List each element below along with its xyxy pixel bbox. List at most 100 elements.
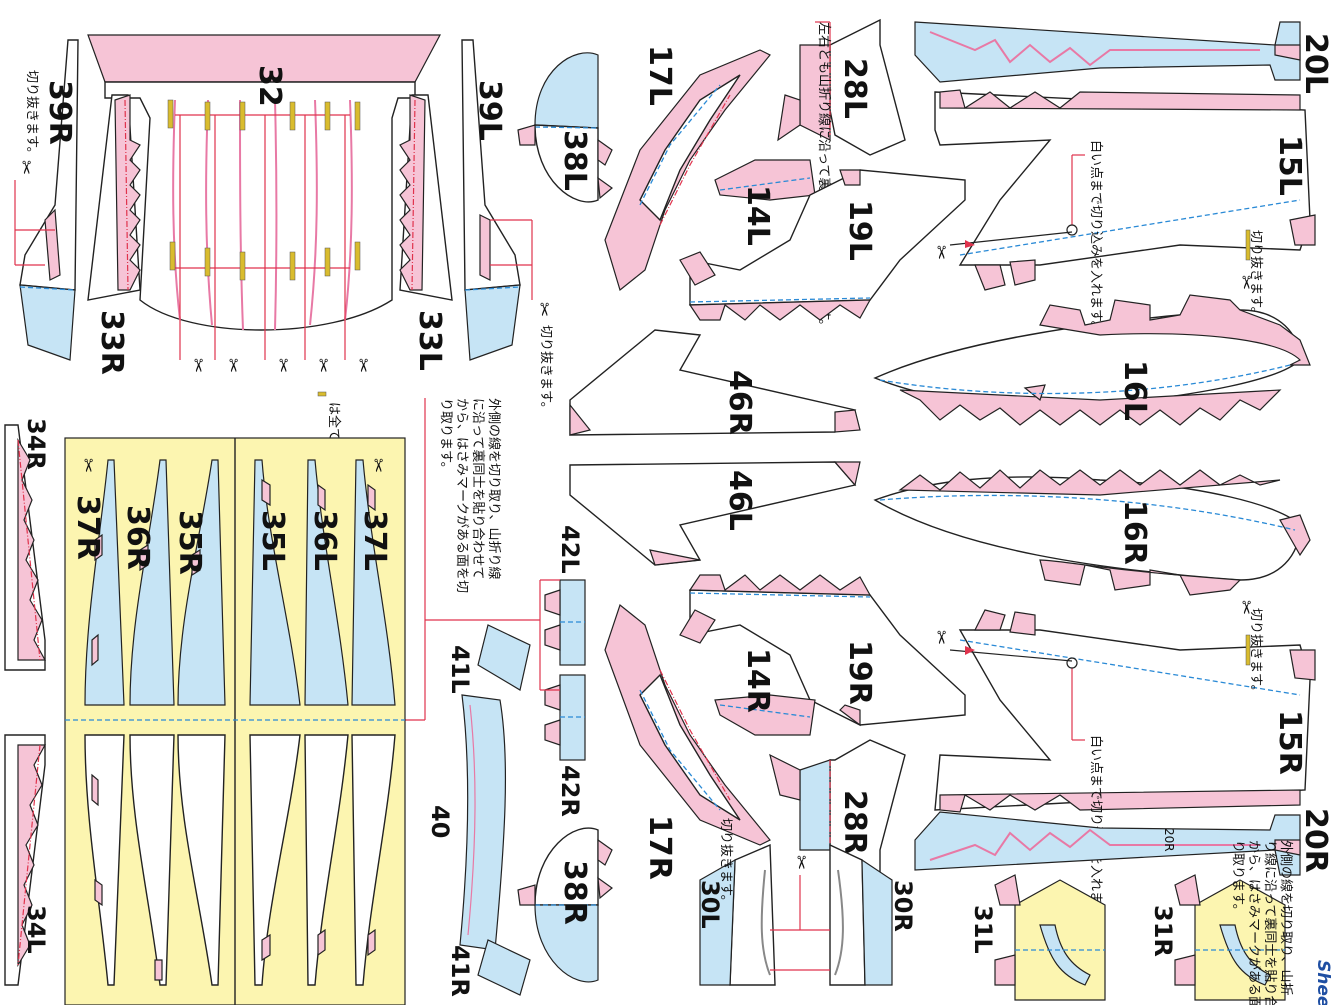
scissors-icon: ✂ — [790, 855, 811, 870]
part-14R: 14R — [714, 648, 816, 736]
note-slit-l: 白い点まで切り込みを入れます。 — [1088, 140, 1104, 334]
label-36L: 36L — [307, 510, 342, 571]
label-19L: 19L — [842, 200, 877, 261]
scissors-icon: ✂ — [930, 245, 951, 260]
label-33L: 33L — [412, 310, 447, 371]
part-17R: 17R — [604, 603, 771, 880]
part-19R: 19R — [679, 574, 966, 727]
note-cut-30: 切り抜きます。 — [718, 818, 734, 908]
part-20L: 20L — [914, 21, 1333, 94]
part-31L: 31L — [969, 874, 1106, 1001]
label-39L: 39L — [472, 80, 507, 141]
label-20R-small: 20R — [1162, 828, 1176, 852]
label-46R: 46R — [722, 370, 757, 435]
label-17L: 17L — [642, 45, 677, 106]
part-41L: 41L — [446, 624, 531, 694]
part-15R: 15R 白い点まで切り込みを入れます。 ✂ ✂ 切り抜きます。 — [930, 600, 1316, 929]
part-46R: 46R — [569, 329, 861, 436]
label-40: 40 — [426, 805, 454, 838]
label-16L: 16L — [1117, 360, 1152, 421]
label-41R: 41R — [446, 945, 474, 997]
part-17L: 17L — [604, 45, 771, 292]
scissors-icon: ✂ — [312, 358, 333, 373]
scissors-icon: ✂ — [1235, 600, 1256, 615]
part-38L: 38L — [517, 52, 613, 203]
note-outer-cut-2: に沿って裏同士を貼り合わせて — [470, 398, 485, 579]
note-outer-cut-3: から、はさみマークがある面を切 — [454, 398, 469, 593]
note-cut-39l: 切り抜きます。 — [538, 325, 554, 415]
scissors-icon: ✂ — [1235, 275, 1256, 290]
part-16R: 16R — [873, 469, 1311, 596]
part-33R: 33R — [87, 94, 141, 375]
label-28L: 28L — [837, 58, 872, 119]
part-31R: 31R — [1149, 874, 1286, 1001]
part-33L: 33L — [399, 94, 453, 371]
label-39R: 39R — [42, 80, 77, 145]
label-38R: 38R — [557, 860, 592, 925]
part-42L: 42L — [544, 525, 586, 666]
part-39R: 39R 切り抜きます。 ✂ — [14, 39, 79, 361]
label-14L: 14L — [740, 185, 775, 246]
part-40: 40 — [426, 694, 507, 951]
scissors-icon: ✂ — [187, 358, 208, 373]
part-15L: 15L 白い点まで切り込みを入れます。 ✂ ✂ 切り抜きます。 — [930, 89, 1316, 334]
label-19R: 19R — [842, 640, 877, 705]
note-small-outer-1: 外側の線を切り取り、山折 — [1278, 840, 1294, 995]
label-36R: 36R — [120, 505, 155, 570]
scissors-icon: ✂ — [352, 358, 373, 373]
scissors-icon: ✂ — [930, 630, 951, 645]
part-28R: 28R — [769, 739, 906, 877]
label-37R: 37R — [70, 495, 105, 560]
part-38R: 38R — [517, 827, 613, 983]
note-cut-l: 切り抜きます。 — [1248, 230, 1264, 320]
yellow-panel: 37R 36R 35R 35L 36L 37L ✂ ✂ — [64, 437, 406, 1005]
scissors-icon: ✂ — [367, 458, 388, 473]
note-small-outer-2: り線に沿って裏同士を貼り合わせて — [1262, 840, 1278, 1005]
label-46L: 46L — [722, 470, 757, 531]
label-15L: 15L — [1272, 135, 1307, 196]
label-20L: 20L — [1298, 33, 1333, 94]
label-37L: 37L — [357, 510, 392, 571]
label-42R: 42R — [556, 765, 584, 817]
label-35L: 35L — [255, 510, 290, 571]
label-14R: 14R — [740, 648, 775, 713]
note-small-outer-3: から、はさみマークがある面を切 — [1246, 840, 1261, 1005]
scissors-icon: ✂ — [533, 302, 554, 317]
part-30R: 30R — [829, 843, 917, 986]
label-35R: 35R — [172, 510, 207, 575]
note-cut-39r: 切り抜きます。 — [24, 70, 40, 160]
label-30R: 30R — [889, 880, 917, 932]
label-41L: 41L — [446, 645, 474, 694]
label-34L: 34L — [22, 905, 50, 954]
label-42L: 42L — [556, 525, 584, 574]
scissors-icon: ✂ — [15, 160, 36, 175]
part-32: 32 ✂ ✂ ✂ ✂ ✂ — [87, 34, 441, 373]
part-34L: 34L — [4, 734, 50, 986]
note-outer-cut-4: り取ります。 — [438, 398, 453, 475]
scissors-icon: ✂ — [77, 458, 98, 473]
part-41R: 41R — [446, 939, 531, 997]
label-16R: 16R — [1117, 500, 1152, 565]
part-42R: 42R — [544, 674, 586, 817]
label-32: 32 — [252, 65, 287, 107]
note-outer-cut-1: 外側の線を切り取り、山折り線 — [486, 398, 502, 579]
label-34R: 34R — [22, 418, 50, 470]
label-31L: 31L — [969, 905, 997, 954]
part-19L: 19L — [679, 169, 966, 321]
part-28L: 28L — [777, 18, 906, 156]
part-20R: 20R 20R — [914, 808, 1333, 876]
part-39L: 39L ✂ 切り抜きます。 — [461, 39, 554, 415]
note-small-outer-4: り取ります。 — [1230, 840, 1245, 917]
scissors-icon: ✂ — [272, 358, 293, 373]
part-46L: 46L — [569, 461, 861, 566]
label-20R: 20R — [1298, 808, 1333, 873]
sheet-label: Sheet 2 — [1313, 960, 1333, 1005]
scissors-icon: ✂ — [222, 358, 243, 373]
part-34R: 34R — [4, 418, 50, 671]
part-16L: 16L — [873, 294, 1311, 426]
note-cut-r: 切り抜きます。 — [1248, 608, 1264, 698]
part-14L: 14L — [714, 159, 816, 246]
label-15R: 15R — [1272, 710, 1307, 775]
label-33R: 33R — [94, 310, 129, 375]
